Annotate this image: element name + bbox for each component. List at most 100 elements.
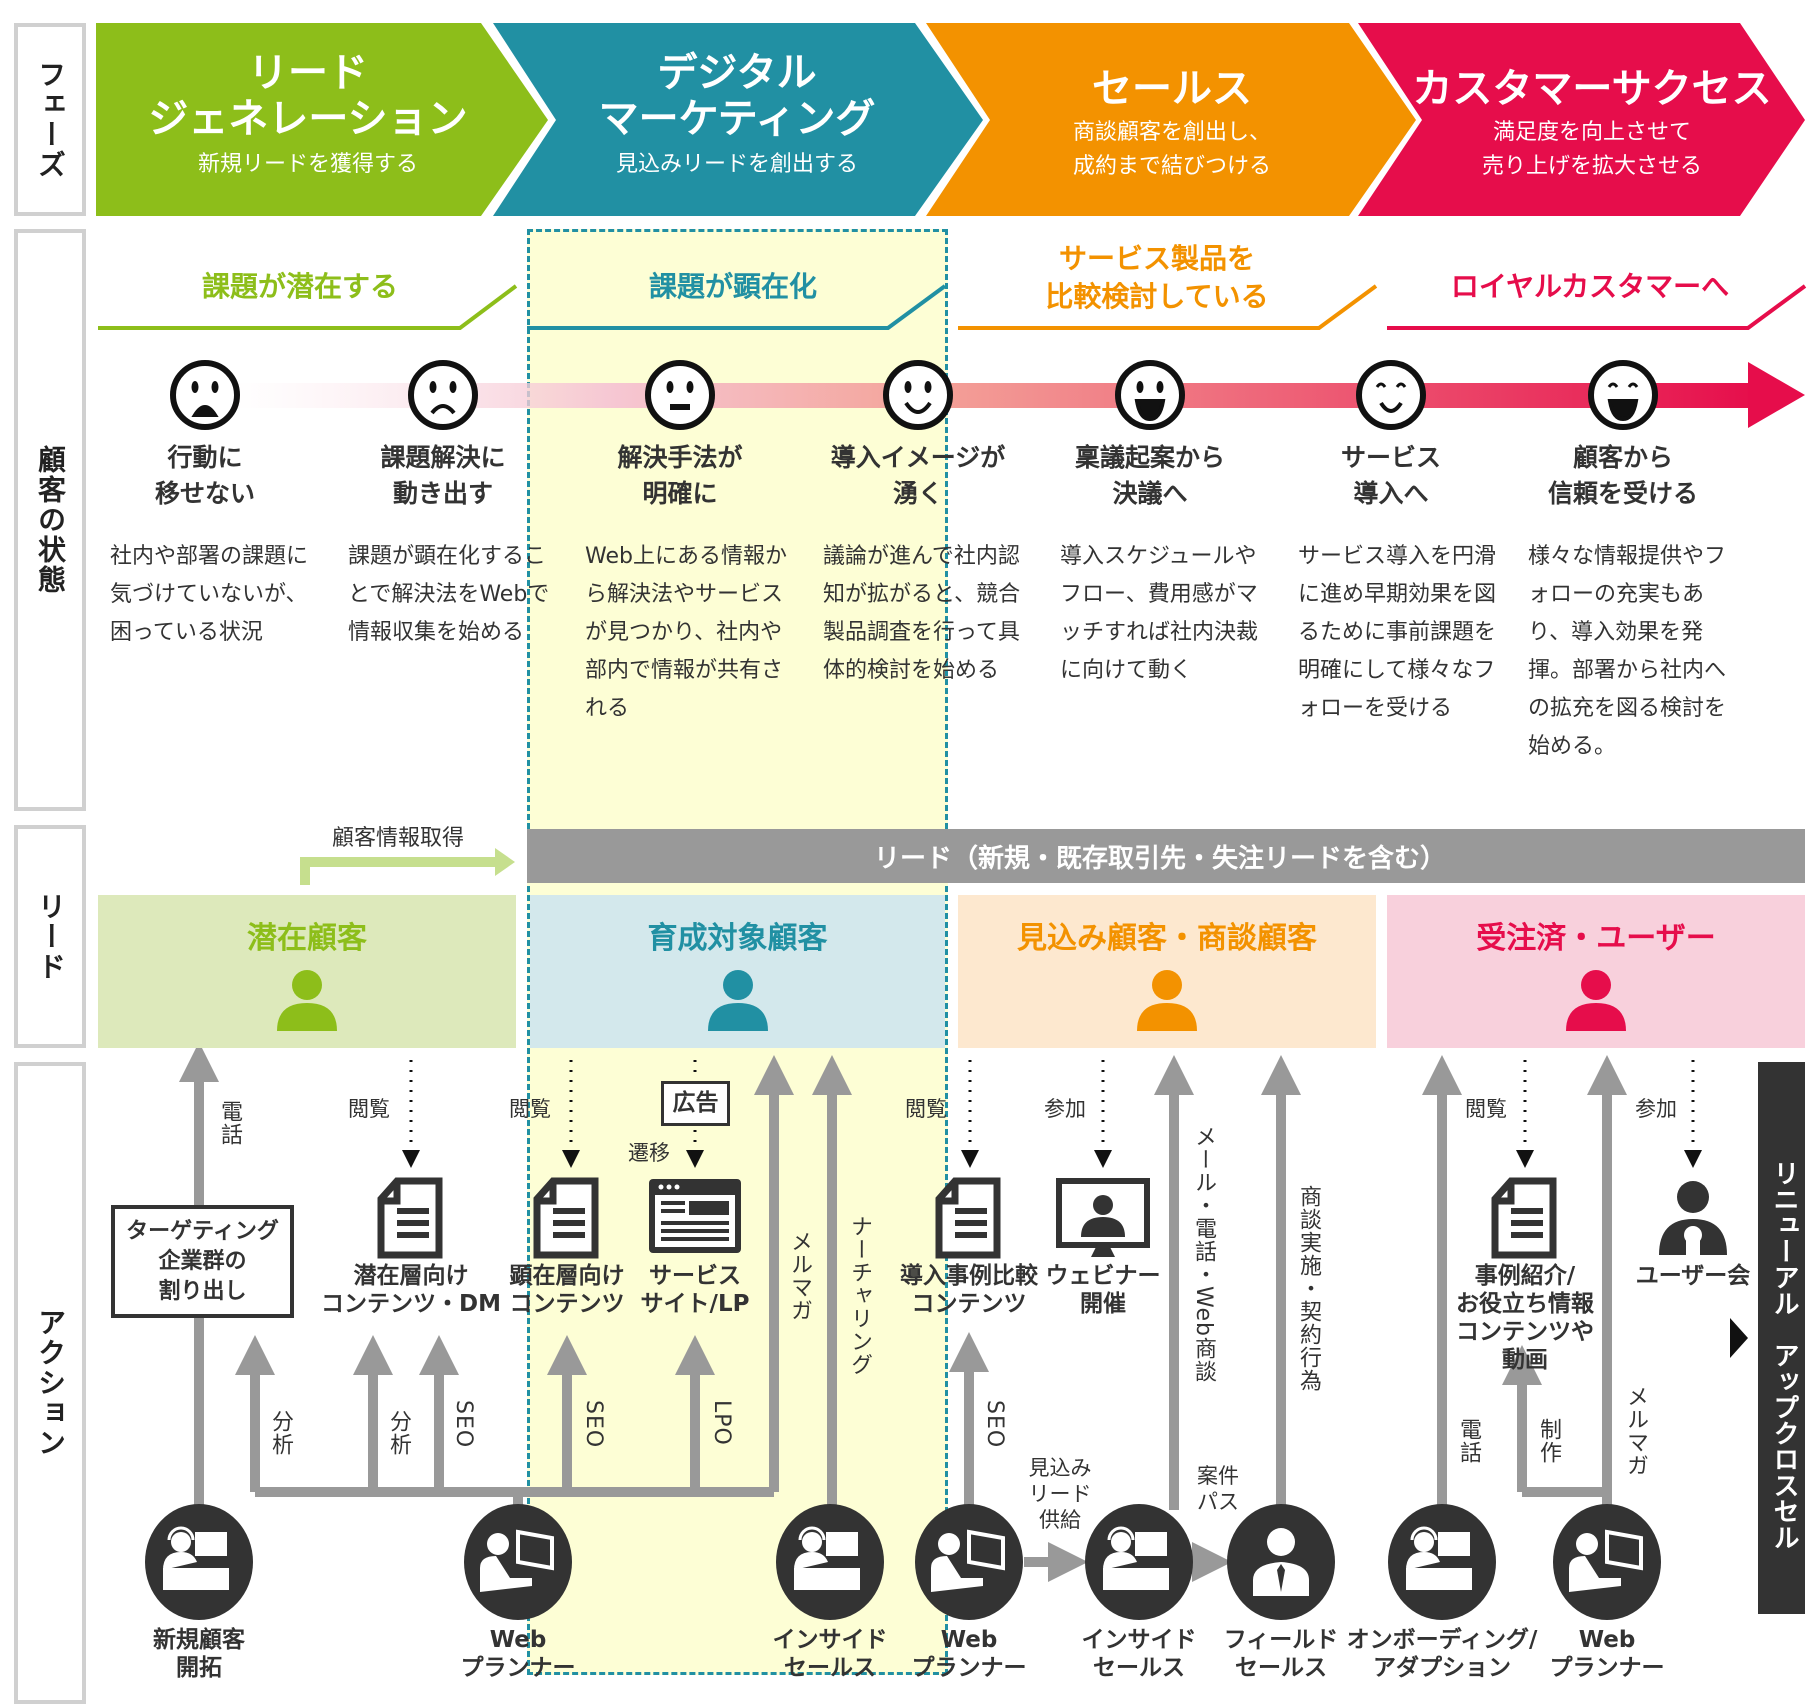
state-description: 課題が顕在化することで解決法をWebで情報収集を始める <box>348 544 550 645</box>
content-label-line: コンテンツや <box>1456 1319 1594 1345</box>
actor-label: インサイドセールス <box>773 1626 888 1682</box>
content-label: 顕在層向けコンテンツ <box>510 1262 625 1318</box>
document-icon <box>935 1177 1001 1259</box>
stage-label: サービス製品を <box>1058 242 1256 275</box>
phase-title: セールス <box>1091 66 1252 112</box>
ad-box: 広告 <box>661 1081 730 1126</box>
section-lead: リード <box>14 825 86 1048</box>
document-icon <box>377 1177 443 1259</box>
content-label-line: ウェビナー <box>1045 1263 1161 1289</box>
targeting-line: ターゲティング <box>126 1219 279 1244</box>
actor-label-line: 開拓 <box>176 1655 222 1681</box>
state-description: 様々な情報提供やフォローの充実もあり、導入効果を発揮。部署から社内への拡充を図る… <box>1528 544 1727 759</box>
state-title: 課題解決に動き出す <box>380 440 505 512</box>
analysis-label: 分析 <box>386 1410 411 1456</box>
supply-line: 見込み <box>1028 1456 1092 1480</box>
lead-box-prospect: 見込み顧客・商談顧客 <box>958 895 1376 1048</box>
phase-title: カスタマーサクセス <box>1412 66 1772 112</box>
view-label: 閲覧 <box>509 1097 551 1121</box>
transition-label: 遷移 <box>628 1141 670 1165</box>
section-label: リード <box>34 891 67 982</box>
state-title-line: 決議へ <box>1112 479 1188 508</box>
content-label: 導入事例比較コンテンツ <box>900 1262 1038 1318</box>
content-label-line: 導入事例比較 <box>900 1263 1038 1289</box>
actor-label-line: プランナー <box>911 1655 1027 1681</box>
actor-label-line: インサイド <box>772 1627 888 1653</box>
seo-label: SEO <box>581 1400 606 1449</box>
content-label: 事例紹介/お役立ち情報コンテンツや動画 <box>1456 1262 1594 1374</box>
presenter-icon <box>1659 1181 1727 1255</box>
actor-label-line: セールス <box>1234 1655 1327 1681</box>
section-label: 顧客の状態 <box>34 445 67 595</box>
content-label-line: サービス <box>648 1263 741 1289</box>
state-title-line: 明確に <box>642 479 718 508</box>
stage-latent: 課題が潜在する <box>202 268 398 306</box>
state-title: 稟議起案から決議へ <box>1075 440 1225 512</box>
phase-chevron-lead-gen <box>96 23 548 216</box>
targeting-box: ターゲティング 企業群の 割り出し <box>111 1205 294 1318</box>
phase-digital: デジタル マーケティング 見込みリードを創出する <box>599 50 876 182</box>
state-description: Web上にある情報から解決法やサービスが見つかり、社内や部内で情報が共有される <box>585 544 787 721</box>
stage-label: 課題が潜在する <box>201 270 399 303</box>
phase-subtitle: 商談顧客を創出し、 <box>1072 120 1272 145</box>
stage-line <box>527 284 947 330</box>
view-label: 閲覧 <box>905 1097 947 1121</box>
state-title: 解決手法が明確に <box>617 440 742 512</box>
content-label-line: 顕在層向け <box>509 1263 625 1289</box>
actor-label-line: セールス <box>784 1655 876 1681</box>
content-label-line: サイト/LP <box>640 1291 750 1317</box>
pass-label: 案件 パス <box>1197 1463 1239 1515</box>
view-label: 閲覧 <box>348 1097 390 1121</box>
document-icon <box>533 1177 599 1259</box>
actor-label-line: セールス <box>1093 1655 1185 1681</box>
actor-label: フィールドセールス <box>1224 1626 1339 1682</box>
state-title: 行動に移せない <box>155 440 255 512</box>
state-title-line: 解決手法が <box>617 443 743 472</box>
state-title-line: 動き出す <box>392 479 494 508</box>
lpo-label: LPO <box>709 1400 734 1446</box>
deal-label: 商談実施・契約行為 <box>1296 1185 1321 1392</box>
content-label-line: ユーザー会 <box>1635 1263 1751 1289</box>
targeting-line: 割り出し <box>158 1279 247 1304</box>
join-label: 参加 <box>1044 1097 1086 1121</box>
upsell-label: リニューアル アップクロスセル <box>1769 1160 1799 1550</box>
actor-label-line: 新規顧客 <box>153 1627 245 1653</box>
operator-icon <box>1388 1504 1496 1620</box>
content-face-icon <box>1356 360 1426 430</box>
lead-box-customer: 受注済・ユーザー <box>1387 895 1805 1048</box>
content-label: ウェビナー開催 <box>1046 1262 1161 1318</box>
content-label-line: 動画 <box>1502 1347 1548 1373</box>
actor-label-line: プランナー <box>1549 1655 1665 1681</box>
content-label-line: コンテンツ・DM <box>321 1291 501 1317</box>
phase-title: ジェネレーション <box>148 96 468 142</box>
very-sad-face-icon <box>170 360 240 430</box>
browser-icon <box>649 1179 741 1253</box>
state-title: 導入イメージが湧く <box>831 440 1006 512</box>
phase-subtitle: 満足度を向上させて <box>1492 120 1692 145</box>
mailmag-label: メルマガ <box>1623 1385 1648 1477</box>
content-label-line: 事例紹介/ <box>1474 1263 1576 1289</box>
content-label: サービスサイト/LP <box>641 1262 750 1318</box>
state-title-line: 湧く <box>892 479 944 508</box>
mailmag-label: メルマガ <box>787 1230 812 1322</box>
content-label: 潜在層向けコンテンツ・DM <box>321 1262 501 1318</box>
content-label-line: お役立ち情報 <box>1456 1291 1594 1317</box>
supply-line: リード <box>1028 1482 1092 1506</box>
phase-title: リード <box>247 50 368 96</box>
neutral-face-icon <box>645 360 715 430</box>
actor-label-line: フィールド <box>1223 1627 1339 1653</box>
actor-label-line: オンボーディング/ <box>1346 1627 1538 1653</box>
info-arrow-head <box>495 848 515 876</box>
content-label-line: 潜在層向け <box>353 1263 469 1289</box>
content-label-line: 開催 <box>1080 1291 1126 1317</box>
state-description: 導入スケジュールやフロー、費用感がマッチすれば社内決裁に向けて動く <box>1060 544 1259 683</box>
lead-box-title: 潜在顧客 <box>247 921 367 956</box>
lead-box-title: 育成対象顧客 <box>647 921 828 956</box>
analysis-label: 分析 <box>268 1410 293 1456</box>
phase-success: カスタマーサクセス 満足度を向上させて 売り上げを拡大させる <box>1412 66 1771 184</box>
lead-box-title: 受注済・ユーザー <box>1476 921 1716 956</box>
actor-label: 新規顧客開拓 <box>153 1626 245 1682</box>
lead-box-nurture: 育成対象顧客 <box>530 895 945 1048</box>
